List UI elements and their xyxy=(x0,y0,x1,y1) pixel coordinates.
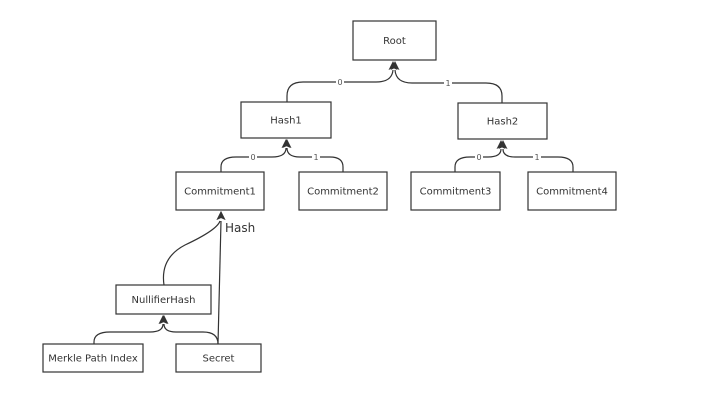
edge-label: 0 xyxy=(476,153,481,162)
edge-c3-hash2: 0 xyxy=(454,140,506,172)
annotations-layer: Hash xyxy=(225,221,255,235)
edge-hash1-root: 0 xyxy=(286,61,398,102)
edge-hash2-root: 1 xyxy=(390,61,503,103)
node-nullifierhash[interactable]: NullifierHash xyxy=(115,284,212,315)
node-label: Hash1 xyxy=(270,116,302,127)
node-box[interactable] xyxy=(352,20,437,61)
arrowhead-icon xyxy=(159,315,169,324)
node-secret[interactable]: Secret xyxy=(175,343,262,373)
edge-mpi-nh xyxy=(93,315,168,344)
node-label: NullifierHash xyxy=(132,295,196,306)
node-box[interactable] xyxy=(175,171,265,211)
node-label: Hash2 xyxy=(487,117,519,128)
edge-label-background xyxy=(336,77,344,87)
node-commitment4[interactable]: Commitment4 xyxy=(527,171,617,211)
node-box[interactable] xyxy=(240,101,332,139)
node-box[interactable] xyxy=(457,102,548,140)
edge-line xyxy=(220,147,287,172)
node-label: Root xyxy=(383,36,406,47)
arrowhead-icon xyxy=(390,61,400,70)
edge-secret-c1 xyxy=(216,211,226,345)
edge-line xyxy=(163,323,219,345)
edge-line xyxy=(217,220,222,345)
node-label: Commitment1 xyxy=(184,187,256,198)
edge-line xyxy=(394,69,503,103)
edge-line xyxy=(286,147,344,172)
edge-label: 0 xyxy=(337,78,342,87)
edge-label-background xyxy=(312,152,320,162)
edge-line xyxy=(454,148,502,172)
edge-c2-hash1: 1 xyxy=(282,139,344,172)
edge-secret-nh xyxy=(159,315,219,345)
node-box[interactable] xyxy=(175,343,262,373)
node-label: Commitment3 xyxy=(420,187,492,198)
edge-label: 0 xyxy=(250,153,255,162)
edges-layer: 0 1 0 1 0 1 xyxy=(93,61,574,345)
node-box[interactable] xyxy=(298,171,388,211)
node-commitment2[interactable]: Commitment2 xyxy=(298,171,388,211)
arrowhead-icon xyxy=(216,211,226,220)
hash-annotation-label: Hash xyxy=(225,221,255,235)
node-hash1[interactable]: Hash1 xyxy=(240,101,332,139)
node-box[interactable] xyxy=(410,171,501,211)
node-box[interactable] xyxy=(527,171,617,211)
edge-line xyxy=(502,148,574,172)
node-hash2[interactable]: Hash2 xyxy=(457,102,548,140)
edge-nh-c1 xyxy=(162,211,226,286)
node-label: Secret xyxy=(203,354,235,365)
node-label: Merkle Path Index xyxy=(48,354,138,365)
edge-label-background xyxy=(249,152,257,162)
edge-label-background xyxy=(533,152,541,162)
node-commitment3[interactable]: Commitment3 xyxy=(410,171,501,211)
edge-label: 1 xyxy=(445,79,450,88)
node-commitment1[interactable]: Commitment1 xyxy=(175,171,265,211)
edge-line xyxy=(286,69,394,102)
arrowhead-icon xyxy=(282,139,292,148)
edge-label: 1 xyxy=(313,153,318,162)
node-label: Commitment4 xyxy=(536,187,608,198)
node-root[interactable]: Root xyxy=(352,20,437,61)
node-label: Commitment2 xyxy=(307,187,379,198)
edge-line xyxy=(93,323,164,344)
edge-label: 1 xyxy=(534,153,539,162)
edge-line xyxy=(162,220,221,286)
edge-label-background xyxy=(475,152,483,162)
arrowhead-icon xyxy=(498,140,508,149)
edge-c1-hash1: 0 xyxy=(220,139,291,172)
node-box[interactable] xyxy=(42,343,144,373)
node-merkle-path-index[interactable]: Merkle Path Index xyxy=(42,343,144,373)
edge-c4-hash2: 1 xyxy=(498,140,574,172)
node-box[interactable] xyxy=(115,284,212,315)
edge-label-background xyxy=(444,78,452,88)
